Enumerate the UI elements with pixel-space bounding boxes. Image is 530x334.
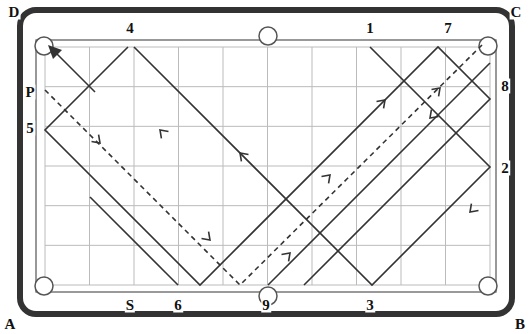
point-label: 3 [365,298,375,313]
point-label: 2 [500,161,510,176]
ball-path [90,197,178,285]
ball-path [268,63,490,285]
grid-line [45,285,490,286]
arrow-head [48,45,62,59]
direction-arrow [282,249,294,261]
direction-arrow [236,149,248,161]
point-label: 8 [500,79,510,94]
direction-arrow [322,171,334,183]
cushion-line [36,40,496,292]
point-label: C [510,5,523,20]
pocket [259,27,277,45]
ball-path [134,47,490,285]
direction-arrow [466,204,478,216]
ball-path [45,47,490,285]
ball-paths [45,45,490,285]
grid-line [45,126,490,127]
point-label: B [514,317,526,332]
point-label: 4 [125,21,135,36]
grid-line [45,47,490,48]
point-label: 9 [261,298,271,313]
point-label: S [125,298,135,313]
pockets [35,27,497,305]
point-label: 7 [443,21,453,36]
direction-arrow [202,232,214,244]
direction-arrow [92,135,104,147]
point-label: A [4,317,17,332]
grid-line [45,245,490,246]
point-label: D [8,5,21,20]
direction-arrow [377,96,389,108]
aim-line [52,49,95,92]
table-grid [45,47,490,285]
pocket [479,277,497,295]
point-label: 5 [25,121,35,136]
table-frame [20,10,512,314]
point-label: 1 [365,21,375,36]
grid-line [45,86,490,87]
grid-line [45,205,490,206]
pocket [35,277,53,295]
point-label: 6 [173,298,183,313]
direction-arrow [426,110,438,122]
direction-arrow [156,126,168,138]
cue-ball-path [45,45,482,285]
point-label: P [24,85,35,100]
direction-arrow [432,84,444,96]
